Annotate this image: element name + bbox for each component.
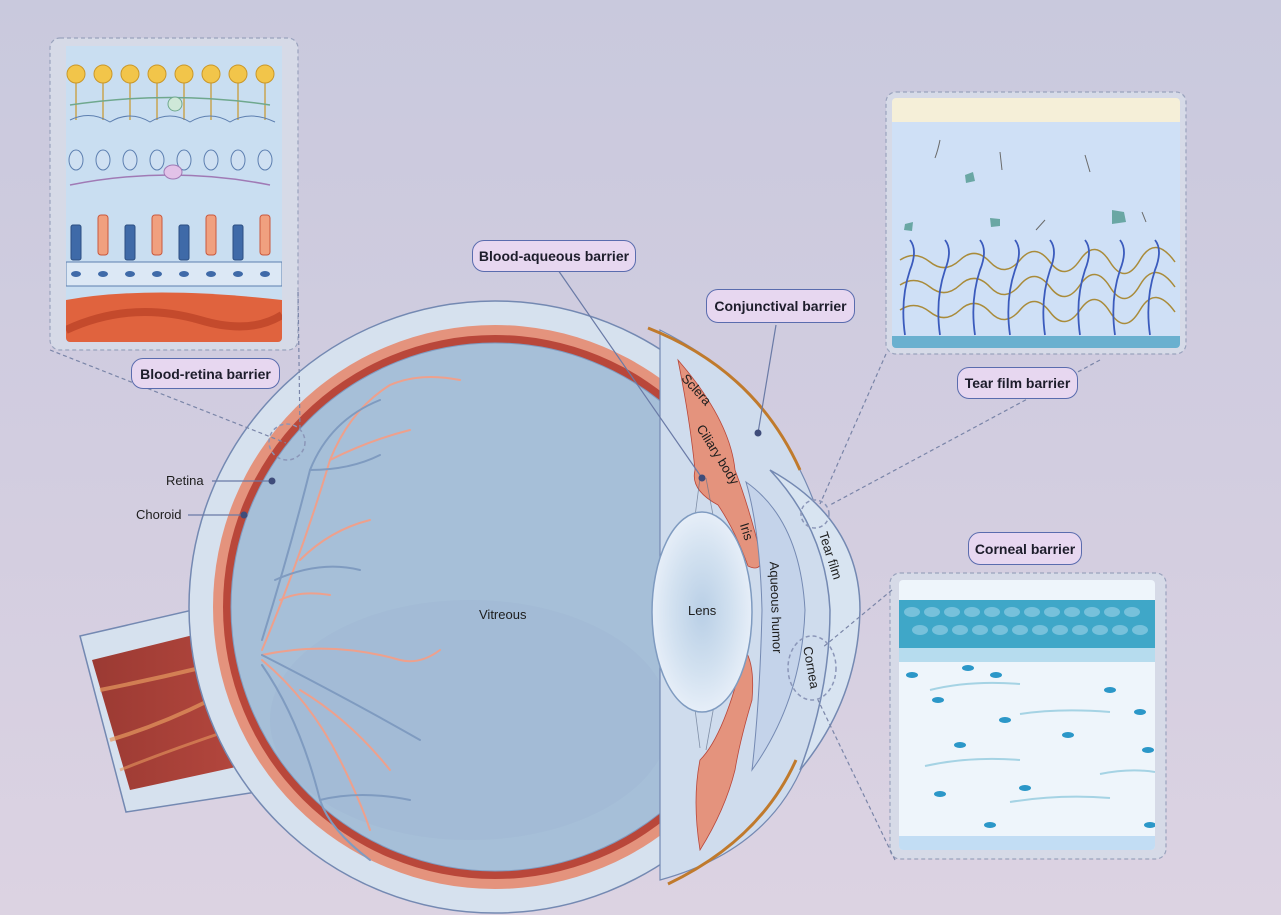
corneal-barrier-label: Corneal barrier [968, 532, 1082, 565]
tear-film-barrier-label: Tear film barrier [957, 367, 1078, 399]
lipid-layer [892, 98, 1180, 122]
retina-inset [50, 38, 298, 350]
vitreous-label: Vitreous [479, 607, 526, 622]
corneal-epithelium [899, 600, 1155, 648]
blood-retina-barrier-label: Blood-retina barrier [131, 358, 280, 389]
lens-label: Lens [688, 603, 716, 618]
epithelium [892, 336, 1180, 348]
choroid-label: Choroid [136, 507, 182, 522]
retina-label: Retina [166, 473, 204, 488]
aqueous-humor-label: Aqueous humor [767, 561, 785, 653]
corneal-inset [890, 573, 1166, 859]
tear-film-inset [886, 92, 1186, 354]
blood-aqueous-barrier-label: Blood-aqueous barrier [472, 240, 636, 272]
conjunctival-barrier-label: Conjunctival barrier [706, 289, 855, 323]
eyeball [80, 301, 860, 913]
corneal-endothelium [899, 836, 1155, 850]
